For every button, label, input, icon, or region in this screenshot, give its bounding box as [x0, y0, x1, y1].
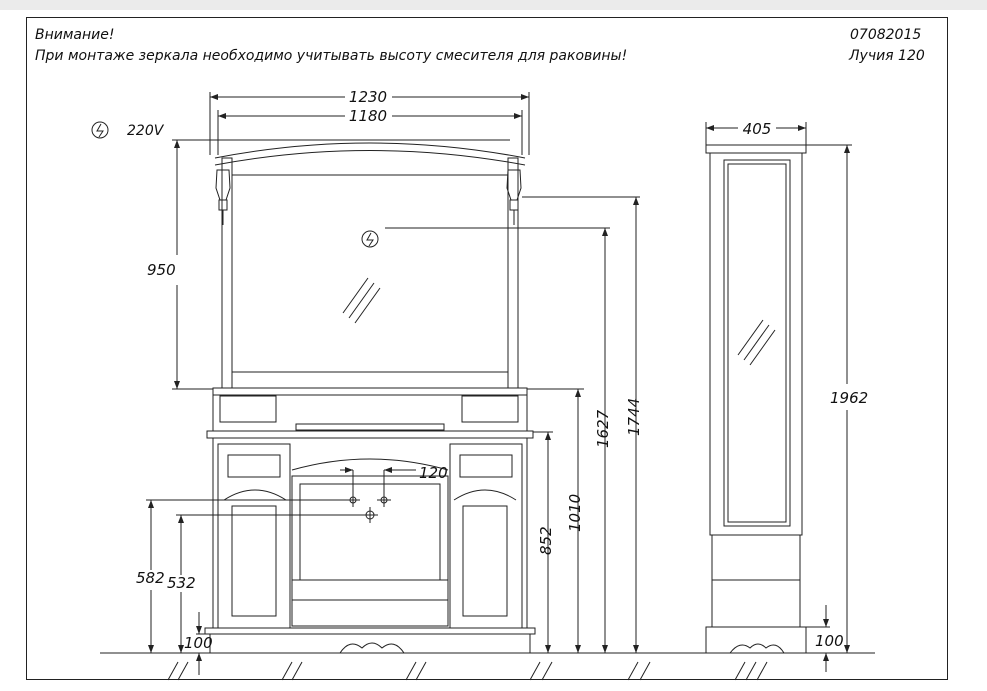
- top-bar: [0, 0, 987, 10]
- doc-code: 07082015: [850, 27, 922, 43]
- product-name: Лучия 120: [849, 48, 925, 64]
- vanity: [204, 394, 536, 654]
- dim-plinth-left: 100: [184, 634, 213, 652]
- tall-column: [705, 144, 807, 654]
- arrowheads: [148, 94, 850, 661]
- warning-text: При монтаже зеркала необходимо учитывать…: [35, 48, 628, 64]
- dim-outlet-spacing: 120: [419, 464, 448, 482]
- dim-countertop-height: 1010: [566, 494, 584, 532]
- dim-mirror-top-height: 1744: [625, 398, 643, 436]
- drawing-frame: [26, 17, 948, 680]
- dim-mirror-height: 950: [147, 261, 176, 279]
- dim-drain-height-2: 532: [167, 574, 196, 592]
- dim-mirror-width: 1180: [349, 107, 387, 125]
- left-lamp: [215, 169, 231, 201]
- right-lamp: [506, 169, 522, 201]
- dim-cabinet-height: 852: [537, 526, 555, 555]
- dim-column-width: 405: [743, 120, 772, 138]
- voltage-label: 220V: [127, 123, 165, 139]
- dim-drain-height-1: 582: [136, 569, 165, 587]
- mirror: [212, 142, 528, 396]
- socket-lightning-bolt-icon: [361, 230, 379, 248]
- dim-plinth-right: 100: [815, 632, 844, 650]
- warning-title: Внимание!: [35, 27, 115, 43]
- dimension-lines: [146, 92, 852, 675]
- dim-overall-width: 1230: [349, 88, 387, 106]
- floor-hatch: [167, 661, 768, 681]
- dim-socket-height: 1627: [594, 409, 612, 448]
- dim-column-height: 1962: [830, 389, 868, 407]
- lightning-bolt-icon: [91, 121, 109, 139]
